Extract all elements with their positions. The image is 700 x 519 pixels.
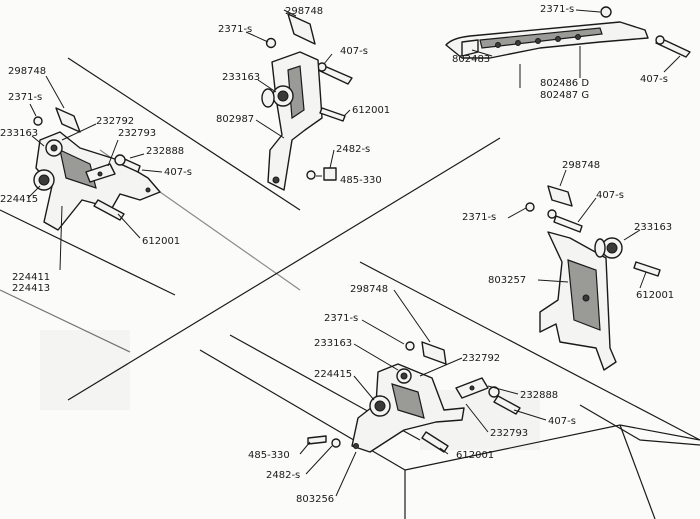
label-298748: 298748	[350, 284, 388, 295]
label-2482-s: 2482-s	[266, 470, 300, 481]
top-right-hinge-arm	[445, 6, 691, 59]
label-407-s: 407-s	[164, 167, 192, 178]
label-233163: 233163	[314, 338, 352, 349]
leader-lines	[27, 9, 681, 497]
label-298748: 298748	[562, 160, 600, 171]
label-232792: 232792	[462, 353, 500, 364]
label-2371-s: 2371-s	[324, 313, 358, 324]
label-407-s: 407-s	[548, 416, 576, 427]
label-298748: 298748	[8, 66, 46, 77]
label-232888: 232888	[520, 390, 558, 401]
label-2371-s: 2371-s	[218, 24, 252, 35]
label-233163: 233163	[0, 128, 38, 139]
label-802486-d: 802486 D	[540, 78, 589, 89]
label-224415: 224415	[314, 369, 352, 380]
left-hinge-assembly	[33, 107, 161, 231]
label-224411: 224411	[12, 272, 50, 283]
label-612001: 612001	[352, 105, 390, 116]
label-232888: 232888	[146, 146, 184, 157]
label-232792: 232792	[96, 116, 134, 127]
label-803256: 803256	[296, 494, 334, 505]
label-407-s: 407-s	[596, 190, 624, 201]
label-612001: 612001	[456, 450, 494, 461]
label-612001: 612001	[636, 290, 674, 301]
label-224413: 224413	[12, 283, 50, 294]
label-2371-s: 2371-s	[8, 92, 42, 103]
label-485-330: 485-330	[248, 450, 290, 461]
label-803257: 803257	[488, 275, 526, 286]
callout-labels: 298748 2371-s 407-s 233163 612001 802987…	[0, 4, 674, 505]
label-2371-s: 2371-s	[540, 4, 574, 15]
label-612001: 612001	[142, 236, 180, 247]
label-485-330: 485-330	[340, 175, 382, 186]
label-233163: 233163	[634, 222, 672, 233]
label-232793: 232793	[490, 428, 528, 439]
label-802987: 802987	[216, 114, 254, 125]
label-802483: 802483	[452, 54, 490, 65]
label-233163: 233163	[222, 72, 260, 83]
label-224415: 224415	[0, 194, 38, 205]
paper-texture	[40, 330, 540, 450]
label-802487-g: 802487 G	[540, 90, 589, 101]
label-232793: 232793	[118, 128, 156, 139]
right-hinge-bracket	[525, 185, 661, 371]
label-2482-s: 2482-s	[336, 144, 370, 155]
label-298748: 298748	[285, 6, 323, 17]
label-2371-s: 2371-s	[462, 212, 496, 223]
label-407-s: 407-s	[640, 74, 668, 85]
bottom-hinge-assembly	[307, 341, 521, 453]
label-407-s: 407-s	[340, 46, 368, 57]
top-center-hinge-bracket	[261, 13, 353, 191]
